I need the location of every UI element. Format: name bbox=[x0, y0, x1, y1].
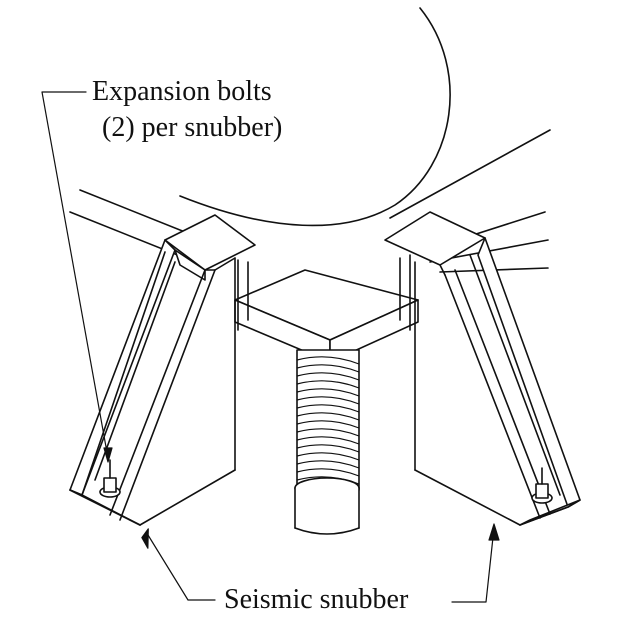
right-snubber bbox=[384, 211, 581, 526]
right-bolt bbox=[531, 467, 553, 504]
seismic-snubber-label: Seismic snubber bbox=[220, 584, 413, 616]
support-channel bbox=[234, 254, 419, 363]
background-rails bbox=[69, 129, 551, 273]
leader-seismic-snubber-left bbox=[141, 528, 216, 601]
leader-seismic-snubber-right bbox=[451, 523, 500, 603]
coupling-nut bbox=[294, 477, 360, 535]
expansion-bolts-sublabel: (2) per snubber) bbox=[100, 112, 285, 144]
threaded-rod bbox=[296, 349, 360, 491]
leader-expansion-bolts bbox=[41, 91, 113, 463]
left-bolt bbox=[99, 459, 121, 498]
expansion-bolts-label: Expansion bolts bbox=[90, 76, 274, 108]
pipe-outline bbox=[179, 7, 451, 227]
left-snubber bbox=[69, 214, 256, 526]
